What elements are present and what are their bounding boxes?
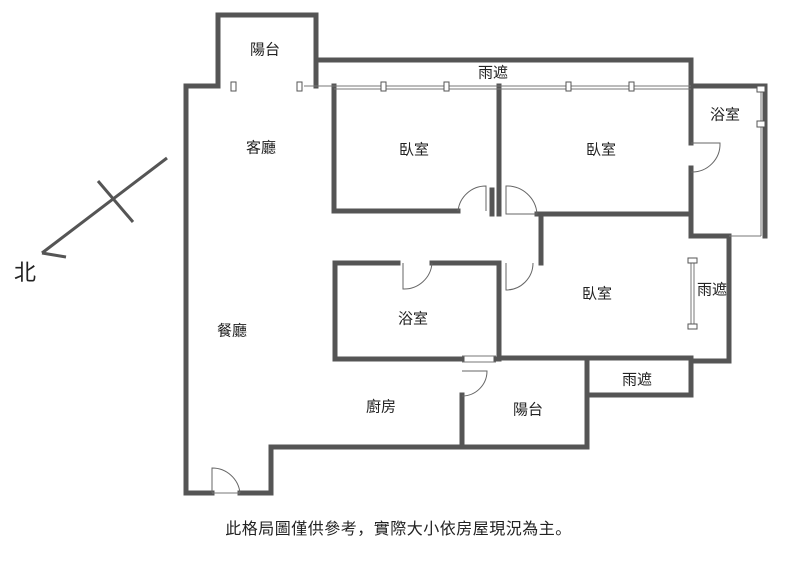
room-label-kitchen: 廚房 — [366, 398, 396, 416]
room-label-balcony-top: 陽台 — [250, 41, 280, 59]
room-label-dining-room: 餐廳 — [217, 322, 247, 340]
north-label: 北 — [14, 261, 36, 286]
room-label-bedroom-3: 臥室 — [582, 285, 612, 303]
room-label-bathroom-center: 浴室 — [398, 310, 428, 328]
windows — [230, 81, 766, 363]
walls — [183, 12, 768, 496]
doors — [211, 142, 721, 494]
room-label-bedroom-2: 臥室 — [586, 141, 616, 159]
room-label-canopy-right: 雨遮 — [697, 281, 727, 299]
room-label-canopy-bottom: 雨遮 — [622, 371, 652, 389]
room-label-balcony-bottom: 陽台 — [513, 401, 543, 419]
disclaimer-text: 此格局圖僅供參考，實際大小依房屋現況為主。 — [225, 519, 572, 538]
room-label-canopy-top: 雨遮 — [478, 64, 508, 82]
room-label-bathroom-right: 浴室 — [710, 106, 740, 124]
room-labels: 陽台 雨遮 客廳 臥室 臥室 浴室 臥室 雨遮 浴室 餐廳 雨遮 廚房 陽台 — [217, 41, 740, 419]
north-compass: 北 — [14, 156, 168, 286]
room-label-bedroom-1: 臥室 — [399, 141, 429, 159]
room-label-living-room: 客廳 — [246, 139, 276, 157]
